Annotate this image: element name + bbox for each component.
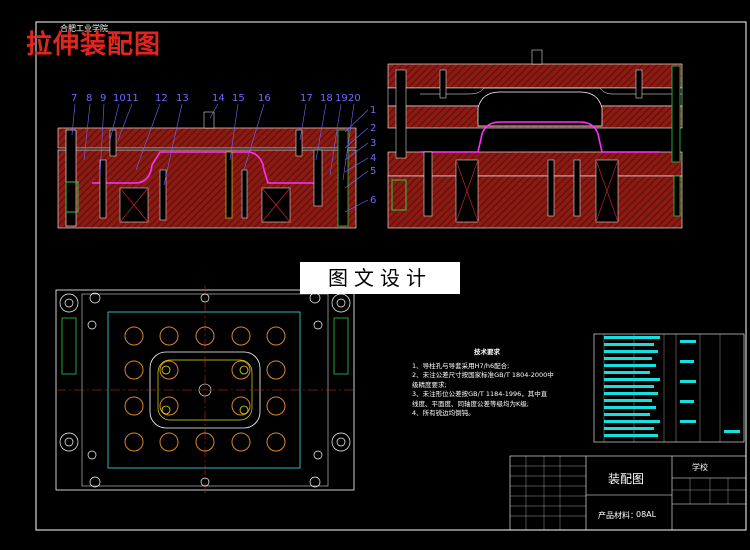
side-punch-profile bbox=[420, 121, 660, 153]
callout-7: 7 bbox=[71, 93, 77, 104]
right-callout-leaders bbox=[344, 109, 369, 213]
title-block-part-label: 产品材料： bbox=[598, 511, 638, 520]
side-lower-holder bbox=[387, 151, 683, 177]
note-line: 2、未注公差尺寸按国家标准GB/T 1804-2000中 bbox=[412, 371, 554, 379]
callout-12: 12 bbox=[155, 93, 168, 104]
plan-view bbox=[55, 285, 355, 495]
callout-4: 4 bbox=[370, 153, 376, 164]
note-line: 线度、平面度、同轴度公差等级均为K级; bbox=[412, 399, 529, 408]
callout-17: 17 bbox=[300, 93, 313, 104]
side-section-view bbox=[387, 49, 683, 229]
callout-15: 15 bbox=[232, 93, 245, 104]
note-line: 3、未注形位公差按GB/T 1184-1996，其中直 bbox=[412, 390, 548, 398]
callout-10: 10 bbox=[113, 93, 126, 104]
callout-8: 8 bbox=[86, 93, 92, 104]
callout-19: 19 bbox=[335, 93, 348, 104]
bom-table bbox=[593, 333, 745, 443]
callout-2: 2 bbox=[370, 123, 376, 134]
watermark-banner: 图文设计 bbox=[300, 262, 460, 294]
note-line: 4、所有锐边均倒钝。 bbox=[412, 409, 475, 417]
side-top-plate bbox=[387, 63, 683, 89]
callout-1: 1 bbox=[370, 105, 376, 116]
right-callouts: 1 2 3 4 5 6 bbox=[370, 105, 376, 206]
top-callout-leaders bbox=[71, 103, 355, 186]
title-block-material: 08AL bbox=[636, 510, 657, 519]
callout-6: 6 bbox=[370, 195, 376, 206]
callout-5: 5 bbox=[370, 166, 376, 177]
note-line: 1、导柱孔与导套采用H7/h6配合; bbox=[412, 361, 510, 370]
side-lower-die bbox=[387, 175, 683, 229]
green-ejector bbox=[65, 181, 79, 213]
callout-11: 11 bbox=[126, 93, 139, 104]
punch-hole-grid bbox=[124, 326, 286, 452]
notes-title: 技术要求 bbox=[474, 348, 500, 356]
front-section-view: 7 8 9 10 11 12 13 14 15 16 17 18 19 20 1… bbox=[57, 93, 376, 229]
note-line: 级精度要求; bbox=[412, 380, 447, 389]
title-block-school: 学校 bbox=[692, 463, 708, 472]
callout-3: 3 bbox=[370, 138, 376, 149]
callout-13: 13 bbox=[176, 93, 189, 104]
sheet-header-small: 合肥工业学院 bbox=[60, 24, 108, 33]
lower-die-plate bbox=[57, 149, 357, 229]
callout-16: 16 bbox=[258, 93, 271, 104]
side-punch-cavity bbox=[477, 91, 603, 127]
title-block bbox=[509, 455, 747, 531]
punch-profile-front bbox=[92, 151, 320, 184]
drawing-title: 拉伸装配图 bbox=[26, 30, 162, 60]
title-block-name: 装配图 bbox=[608, 472, 645, 486]
callout-14: 14 bbox=[212, 93, 225, 104]
technical-notes: 技术要求 1、导柱孔与导套采用H7/h6配合; 2、未注公差尺寸按国家标准GB/… bbox=[412, 348, 562, 419]
callout-9: 9 bbox=[100, 93, 106, 104]
guide-bushings bbox=[59, 292, 351, 488]
sheet-border bbox=[35, 21, 747, 531]
callout-20: 20 bbox=[348, 93, 361, 104]
guide-post-left bbox=[65, 129, 77, 227]
top-callouts: 7 8 9 10 11 12 13 14 15 16 17 18 19 20 bbox=[71, 93, 361, 104]
callout-18: 18 bbox=[320, 93, 333, 104]
